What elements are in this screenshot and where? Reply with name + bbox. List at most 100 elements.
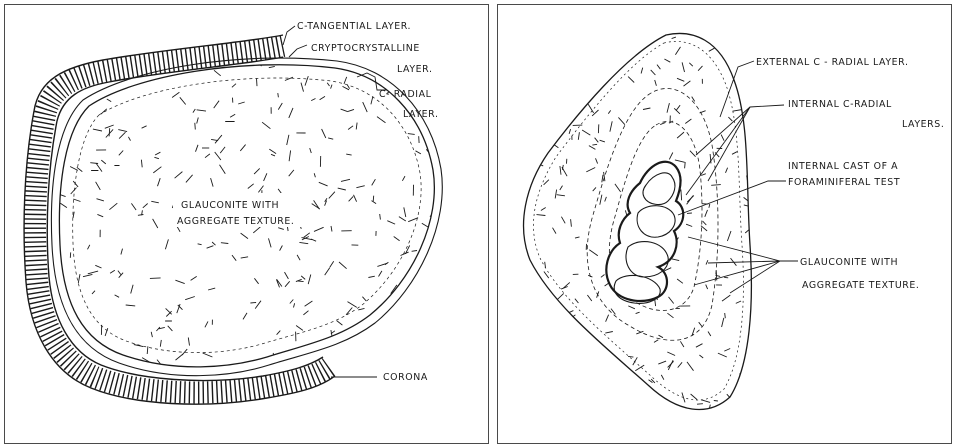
texture-stroke bbox=[551, 333, 553, 337]
texture-stroke bbox=[595, 138, 599, 143]
texture-stroke bbox=[520, 72, 526, 77]
texture-stroke bbox=[634, 409, 644, 414]
texture-stroke bbox=[158, 178, 161, 186]
texture-stroke bbox=[328, 138, 333, 139]
texture-stroke bbox=[574, 330, 577, 339]
leader-internal-radial-a bbox=[696, 105, 784, 155]
texture-stroke bbox=[232, 255, 236, 261]
texture-stroke bbox=[709, 204, 710, 208]
texture-stroke bbox=[314, 173, 315, 177]
texture-stroke bbox=[295, 56, 301, 63]
texture-stroke bbox=[600, 140, 605, 142]
texture-stroke bbox=[675, 160, 685, 162]
texture-stroke bbox=[563, 62, 572, 67]
texture-stroke bbox=[524, 178, 530, 180]
texture-stroke bbox=[96, 182, 101, 190]
texture-stroke bbox=[175, 280, 184, 283]
texture-stroke bbox=[258, 186, 263, 193]
leader-cryptocrystalline bbox=[289, 45, 307, 57]
texture-stroke bbox=[97, 214, 103, 216]
texture-stroke bbox=[230, 114, 235, 117]
texture-stroke bbox=[92, 291, 95, 294]
texture-stroke bbox=[305, 76, 308, 86]
left-diagram-panel: C-TANGENTIAL LAYER. CRYPTOCRYSTALLINE LA… bbox=[4, 4, 489, 444]
texture-stroke bbox=[278, 103, 282, 110]
texture-stroke bbox=[587, 295, 591, 301]
texture-stroke bbox=[67, 325, 74, 330]
texture-stroke bbox=[238, 102, 245, 104]
texture-stroke bbox=[380, 214, 381, 220]
label-internal-cast-2: FORAMINIFERAL TEST bbox=[788, 177, 900, 188]
texture-stroke bbox=[727, 231, 731, 241]
texture-stroke bbox=[367, 333, 376, 338]
texture-stroke bbox=[582, 130, 590, 135]
texture-stroke bbox=[681, 190, 682, 201]
texture-stroke bbox=[685, 119, 691, 124]
texture-stroke bbox=[289, 108, 293, 118]
texture-stroke bbox=[207, 246, 214, 249]
texture-stroke bbox=[682, 62, 684, 72]
texture-stroke bbox=[552, 410, 554, 414]
texture-stroke bbox=[699, 322, 703, 327]
texture-stroke bbox=[151, 332, 152, 337]
texture-stroke bbox=[363, 102, 368, 112]
texture-stroke bbox=[214, 70, 221, 76]
texture-stroke bbox=[131, 285, 133, 294]
texture-stroke bbox=[406, 357, 414, 359]
texture-stroke bbox=[691, 394, 698, 400]
texture-stroke bbox=[121, 249, 123, 255]
texture-stroke bbox=[622, 59, 628, 61]
texture-stroke bbox=[341, 179, 350, 181]
texture-stroke bbox=[581, 335, 586, 341]
texture-stroke bbox=[387, 221, 395, 224]
texture-stroke bbox=[327, 83, 329, 86]
texture-stroke bbox=[373, 196, 374, 202]
texture-stroke bbox=[241, 233, 248, 239]
texture-stroke bbox=[153, 219, 158, 228]
texture-stroke bbox=[572, 364, 576, 372]
texture-stroke bbox=[412, 251, 417, 252]
texture-stroke bbox=[394, 237, 400, 241]
texture-stroke bbox=[628, 77, 634, 83]
texture-stroke bbox=[347, 85, 350, 89]
texture-stroke bbox=[215, 135, 222, 143]
texture-stroke bbox=[725, 313, 726, 318]
texture-stroke bbox=[118, 271, 121, 275]
texture-stroke bbox=[322, 129, 326, 138]
texture-stroke bbox=[320, 96, 325, 99]
texture-stroke bbox=[196, 145, 199, 152]
texture-stroke bbox=[336, 351, 338, 356]
texture-stroke bbox=[517, 231, 523, 238]
texture-stroke bbox=[337, 321, 343, 326]
right-diagram-panel: EXTERNAL C - RADIAL LAYER. INTERNAL C-RA… bbox=[497, 4, 952, 444]
texture-stroke bbox=[257, 79, 258, 87]
texture-stroke bbox=[97, 199, 104, 201]
texture-stroke bbox=[753, 402, 761, 407]
texture-stroke bbox=[699, 355, 703, 358]
texture-stroke bbox=[677, 132, 684, 138]
texture-stroke bbox=[254, 278, 258, 284]
texture-stroke bbox=[278, 228, 284, 230]
texture-stroke bbox=[635, 365, 644, 371]
texture-stroke bbox=[515, 163, 522, 167]
texture-stroke bbox=[203, 353, 213, 357]
texture-stroke bbox=[118, 130, 127, 132]
texture-stroke bbox=[605, 332, 613, 334]
texture-stroke bbox=[602, 37, 604, 44]
texture-stroke bbox=[348, 126, 353, 130]
texture-stroke bbox=[62, 292, 64, 297]
texture-stroke bbox=[575, 237, 580, 238]
texture-stroke bbox=[588, 104, 593, 113]
texture-stroke bbox=[651, 70, 656, 75]
texture-stroke bbox=[303, 311, 308, 315]
texture-stroke bbox=[115, 295, 120, 297]
texture-stroke bbox=[171, 369, 182, 372]
texture-stroke bbox=[682, 393, 685, 403]
texture-stroke bbox=[570, 69, 578, 73]
texture-stroke bbox=[551, 107, 561, 111]
texture-stroke bbox=[527, 347, 528, 354]
texture-stroke bbox=[211, 139, 218, 140]
texture-stroke bbox=[310, 148, 312, 153]
texture-stroke bbox=[329, 192, 335, 199]
texture-stroke bbox=[368, 276, 374, 277]
